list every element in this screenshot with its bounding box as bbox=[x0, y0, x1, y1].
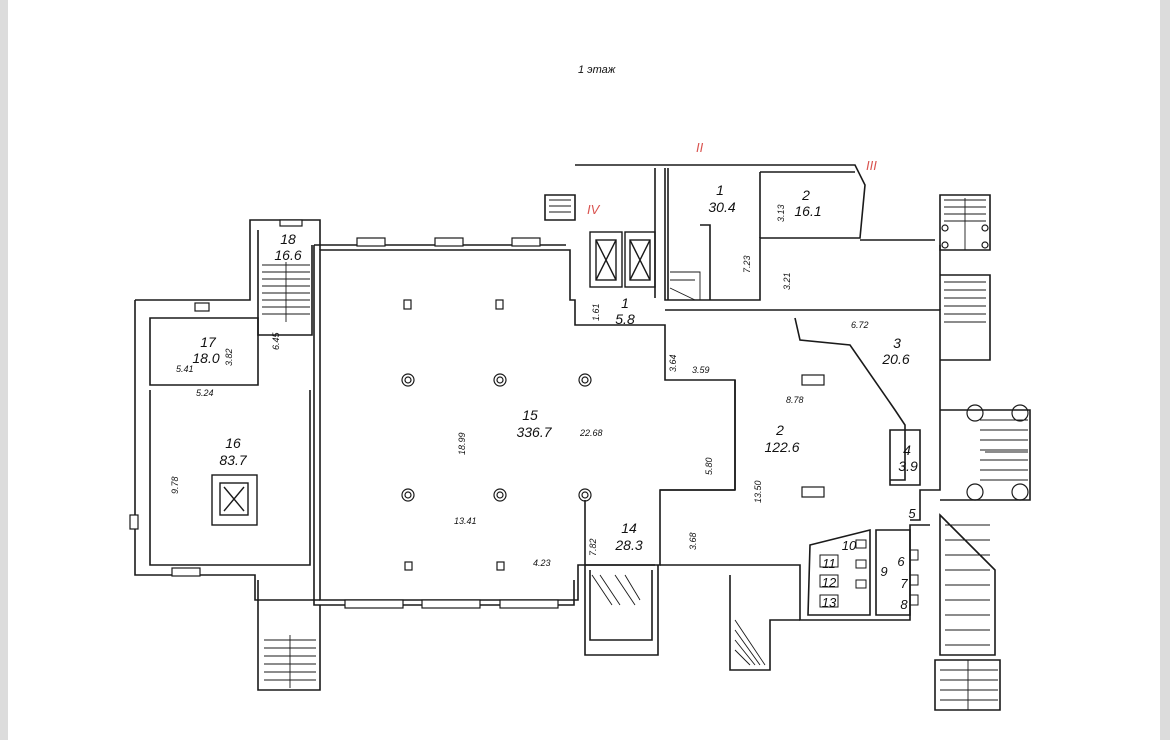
room-2b-number: 2 bbox=[775, 422, 784, 438]
room-1-area: 30.4 bbox=[708, 199, 735, 215]
page-border-right bbox=[1160, 0, 1170, 740]
stairs bbox=[262, 198, 1028, 710]
dim-6-45: 6.45 bbox=[271, 331, 281, 350]
room-7: 7 bbox=[900, 576, 908, 591]
dim-1-61: 1.61 bbox=[591, 303, 601, 321]
sanitary-fixtures bbox=[819, 539, 919, 608]
room-2-area: 16.1 bbox=[794, 203, 821, 219]
dim-7-23: 7.23 bbox=[742, 255, 752, 273]
room-18-area: 16.6 bbox=[274, 247, 301, 263]
room-3-number: 3 bbox=[893, 335, 901, 351]
room-4-area: 3.9 bbox=[898, 458, 918, 474]
elevators bbox=[211, 231, 656, 526]
room-1b-number: 1 bbox=[621, 295, 629, 311]
room-labels: 1 30.4 2 16.1 3 20.6 2 122.6 4 3.9 1 5.8… bbox=[192, 182, 918, 553]
room-14-number: 14 bbox=[621, 520, 637, 536]
dim-3-64: 3.64 bbox=[668, 354, 678, 372]
mark-iv: IV bbox=[587, 202, 601, 217]
room-2b-area: 122.6 bbox=[764, 439, 799, 455]
dim-6-72: 6.72 bbox=[851, 320, 869, 330]
dim-5-80: 5.80 bbox=[704, 457, 714, 475]
room-1b-area: 5.8 bbox=[615, 311, 635, 327]
mark-iii: III bbox=[866, 158, 877, 173]
dim-5-41: 5.41 bbox=[176, 364, 194, 374]
dim-13-41: 13.41 bbox=[454, 516, 477, 526]
room-5: 5 bbox=[908, 506, 916, 521]
room-15-number: 15 bbox=[522, 407, 538, 423]
room-2-number: 2 bbox=[801, 187, 810, 203]
room-11: 11 bbox=[822, 556, 836, 571]
room-18-number: 18 bbox=[280, 231, 296, 247]
columns bbox=[401, 224, 1029, 571]
dim-4-23: 4.23 bbox=[533, 558, 551, 568]
room-17-area: 18.0 bbox=[192, 350, 219, 366]
room-13: 13 bbox=[822, 595, 837, 610]
room-17-number: 17 bbox=[200, 334, 217, 350]
dimension-labels: 3.13 7.23 3.21 6.72 8.78 13.50 3.64 3.59… bbox=[170, 204, 869, 568]
dim-3-68: 3.68 bbox=[688, 532, 698, 550]
room-1-number: 1 bbox=[716, 182, 724, 198]
dim-9-78: 9.78 bbox=[170, 476, 180, 494]
dim-3-21: 3.21 bbox=[782, 272, 792, 290]
room-16-number: 16 bbox=[225, 435, 241, 451]
room-15-area: 336.7 bbox=[516, 424, 552, 440]
room-12: 12 bbox=[822, 575, 837, 590]
room-6: 6 bbox=[897, 554, 905, 569]
dim-18-99: 18.99 bbox=[457, 432, 467, 455]
dim-3-82: 3.82 bbox=[224, 348, 234, 366]
page-border-left bbox=[0, 0, 8, 740]
room-3-area: 20.6 bbox=[881, 351, 909, 367]
dim-8-78: 8.78 bbox=[786, 395, 804, 405]
dim-3-59: 3.59 bbox=[692, 365, 710, 375]
small-room-labels: 5 6 7 8 9 10 11 12 13 bbox=[822, 506, 917, 612]
dim-5-24: 5.24 bbox=[196, 388, 214, 398]
dim-3-13: 3.13 bbox=[776, 204, 786, 222]
room-10: 10 bbox=[842, 538, 857, 553]
windows bbox=[129, 219, 559, 609]
section-marks: II III IV bbox=[587, 140, 877, 217]
mark-ii: II bbox=[696, 140, 704, 155]
dim-22-68: 22.68 bbox=[579, 428, 603, 438]
room-9: 9 bbox=[880, 564, 887, 579]
room-14-area: 28.3 bbox=[614, 537, 642, 553]
dim-13-50: 13.50 bbox=[753, 480, 763, 503]
room-16-area: 83.7 bbox=[219, 452, 247, 468]
room-4-number: 4 bbox=[903, 442, 911, 458]
floor-title: 1 этаж bbox=[578, 64, 616, 76]
dim-7-82: 7.82 bbox=[588, 538, 598, 556]
room-8: 8 bbox=[900, 597, 908, 612]
